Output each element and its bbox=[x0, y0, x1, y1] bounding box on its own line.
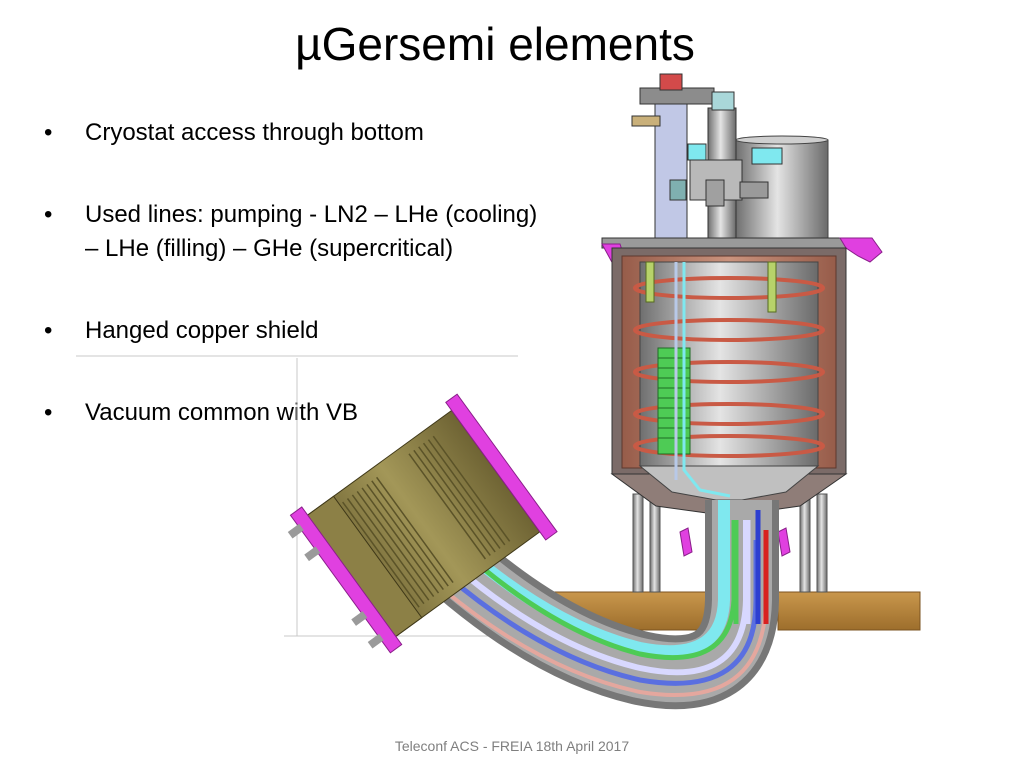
slide-title: µGersemi elements bbox=[295, 18, 695, 70]
bullet-text: Vacuum common with VB bbox=[85, 399, 358, 426]
left-flange-assembly bbox=[287, 393, 558, 654]
bullet-marker: • bbox=[44, 399, 53, 426]
support-legs bbox=[632, 493, 828, 593]
bullet-marker: • bbox=[44, 201, 53, 228]
bullet-text: Cryostat access through bottom bbox=[85, 119, 424, 146]
slide-footer: Teleconf ACS - FREIA 18th April 2017 bbox=[394, 738, 630, 754]
internal-lines bbox=[674, 262, 731, 498]
bullet-text-line1: Used lines: pumping - LN2 – LHe (cooling… bbox=[85, 201, 538, 228]
bullet-text: Used lines: pumping - LN2 – LHe (cooling… bbox=[85, 198, 537, 266]
copper-coil bbox=[633, 276, 825, 458]
bullet-text-line2: – LHe (filling) – GHe (supercritical) bbox=[85, 235, 454, 262]
top-fittings bbox=[631, 73, 783, 241]
bullet-marker: • bbox=[44, 119, 53, 146]
bullet-marker: • bbox=[44, 317, 53, 344]
bullet-text: Hanged copper shield bbox=[85, 317, 319, 344]
neck-lines bbox=[733, 510, 769, 624]
